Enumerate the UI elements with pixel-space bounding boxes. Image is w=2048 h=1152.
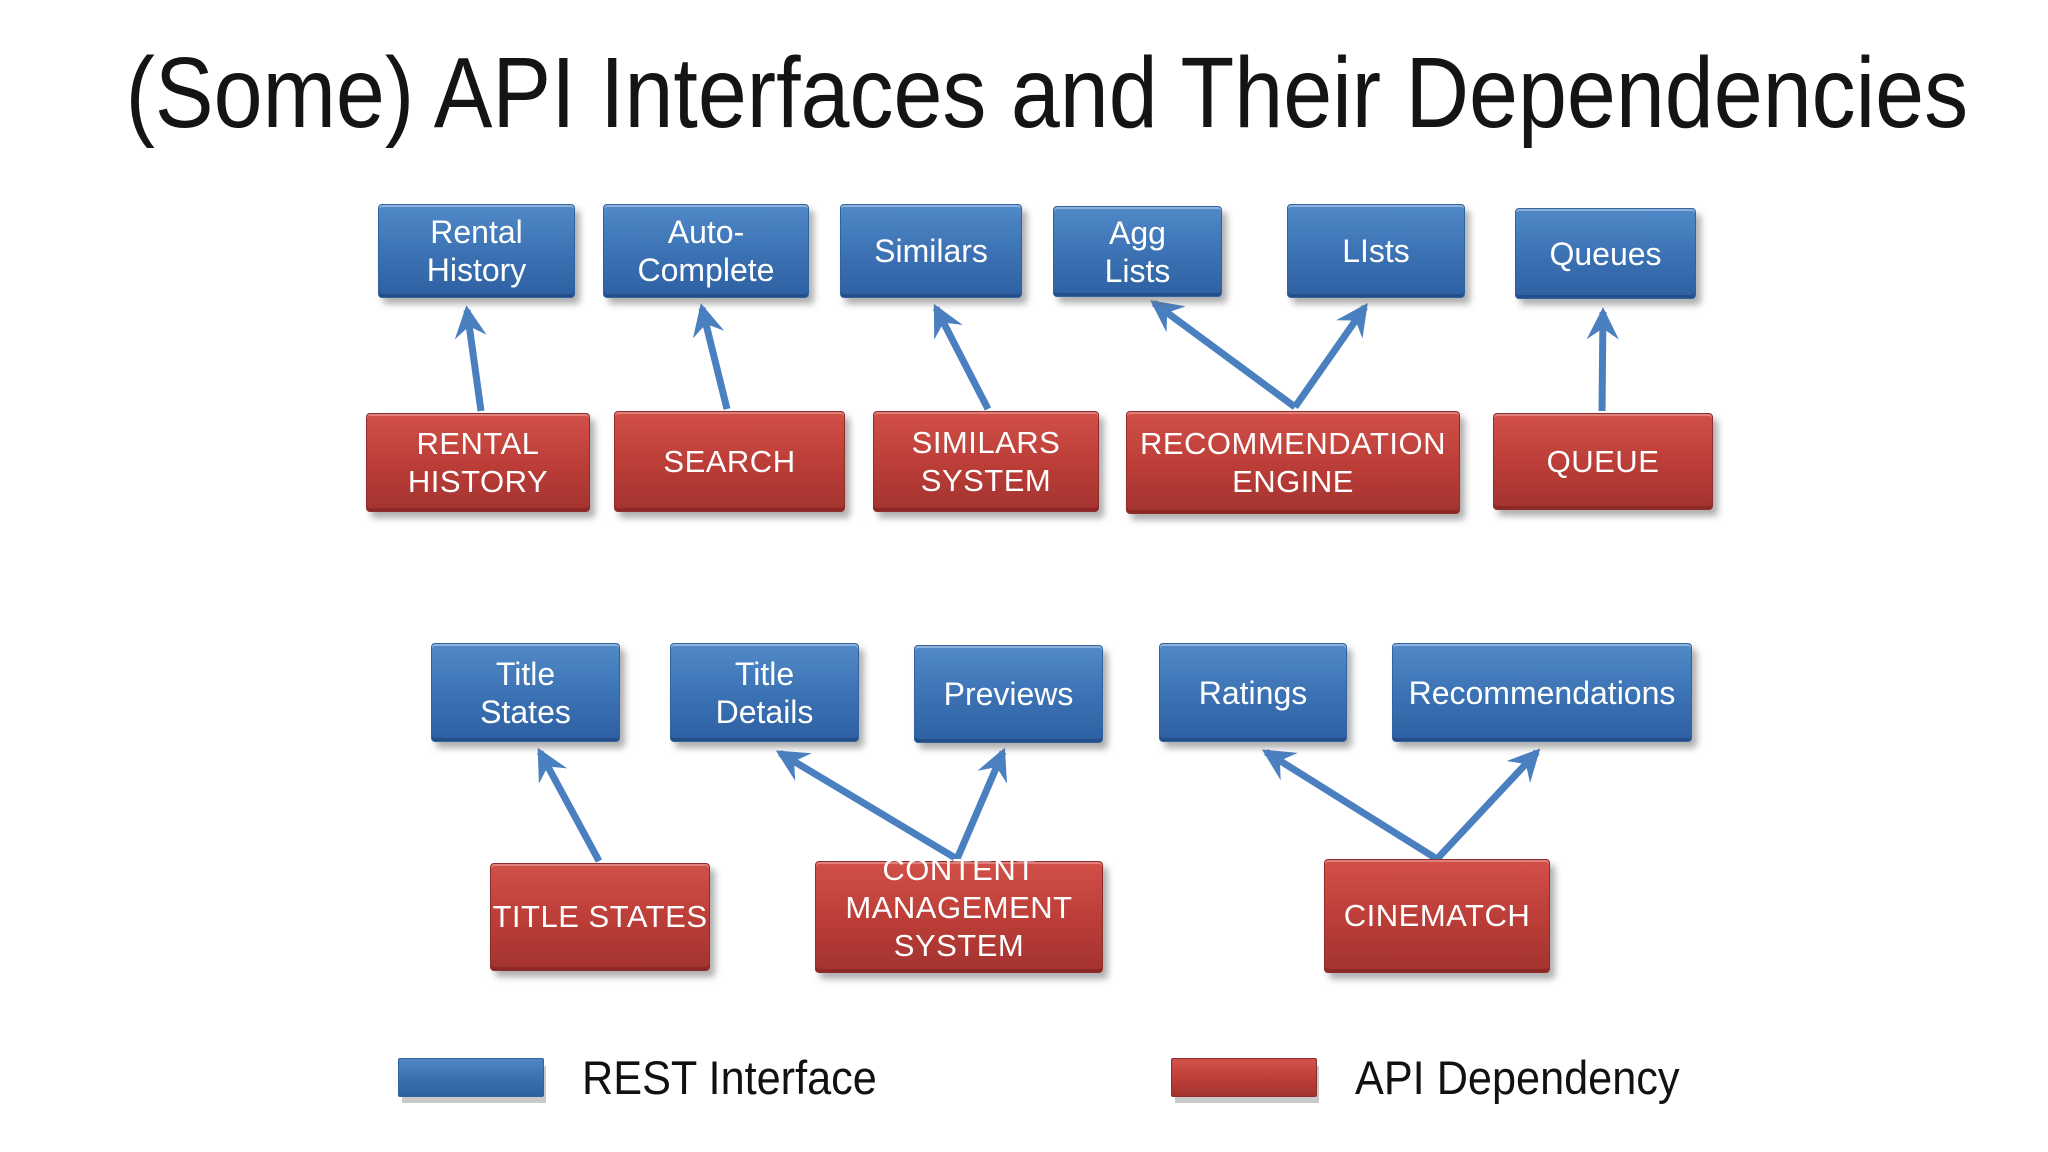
node-label: Auto- Complete xyxy=(637,214,775,288)
node-label: CINEMATCH xyxy=(1343,898,1531,933)
node-label: QUEUE xyxy=(1546,443,1660,479)
node-agg-lists-interface: Agg Lists xyxy=(1053,206,1222,297)
legend-api-dependency: API Dependency xyxy=(1171,1050,1708,1105)
legend-rest-label-text: REST Interface xyxy=(582,1051,877,1104)
node-label: TITLE STATES xyxy=(492,899,708,934)
node-cms-dependency: CONTENT MANAGEMENT SYSTEM xyxy=(815,852,1103,973)
node-label: Rental History xyxy=(426,214,527,288)
arrow-queue-to-queues xyxy=(1586,307,1619,412)
node-auto-complete-interface: Auto- Complete xyxy=(603,204,809,298)
node-recommendations-interface: Recommendations xyxy=(1392,643,1692,742)
node-title-states-interface: Title States xyxy=(431,643,620,742)
node-cinematch-dependency: CINEMATCH xyxy=(1324,859,1550,973)
node-rental-history-dependency: RENTAL HISTORY xyxy=(366,413,590,512)
node-lists-interface: LIsts xyxy=(1287,204,1465,298)
arrow-similars-system-to-similars xyxy=(932,303,992,411)
arrow-title-states-to-title-states xyxy=(536,747,603,863)
node-search-dependency: SEARCH xyxy=(614,411,845,512)
node-label: Ratings xyxy=(1198,674,1308,711)
arrow-search-to-auto-complete xyxy=(692,303,731,410)
arrow-recommendation-engine-to-lists xyxy=(1292,303,1368,410)
arrow-cms-to-previews xyxy=(953,747,1007,861)
node-label: SEARCH xyxy=(663,443,796,479)
node-rental-history-interface: Rental History xyxy=(378,204,575,298)
node-label: LIsts xyxy=(1342,233,1410,269)
legend-api-label-text: API Dependency xyxy=(1355,1051,1680,1104)
arrow-recommendation-engine-to-agg-lists xyxy=(1150,300,1298,410)
page-title-text: (Some) API Interfaces and Their Dependen… xyxy=(125,37,1969,149)
arrow-cinematch-to-recommendations xyxy=(1434,748,1541,862)
node-label: RECOMMENDATION ENGINE xyxy=(1139,425,1447,499)
node-queue-dependency: QUEUE xyxy=(1493,413,1713,510)
node-label: CONTENT MANAGEMENT SYSTEM xyxy=(845,852,1073,963)
page-title: (Some) API Interfaces and Their Dependen… xyxy=(0,36,2048,151)
legend-rest-label: REST Interface xyxy=(582,1050,902,1105)
node-label: Queues xyxy=(1549,235,1662,272)
node-label: SIMILARS SYSTEM xyxy=(911,424,1061,498)
node-label: Agg Lists xyxy=(1104,214,1171,289)
node-label: Title Details xyxy=(715,655,814,730)
node-recommendation-engine-dependency: RECOMMENDATION ENGINE xyxy=(1126,411,1460,514)
node-label: Similars xyxy=(874,233,988,269)
node-ratings-interface: Ratings xyxy=(1159,643,1347,742)
node-similars-system-dependency: SIMILARS SYSTEM xyxy=(873,411,1099,512)
node-label: Recommendations xyxy=(1408,674,1676,711)
arrow-cinematch-to-ratings xyxy=(1261,749,1439,862)
legend-api-swatch xyxy=(1171,1058,1317,1097)
node-previews-interface: Previews xyxy=(914,645,1103,743)
node-label: Previews xyxy=(943,676,1074,712)
node-title-details-interface: Title Details xyxy=(670,643,859,742)
node-label: Title States xyxy=(480,655,571,730)
node-label: RENTAL HISTORY xyxy=(407,425,549,499)
node-similars-interface: Similars xyxy=(840,204,1022,298)
legend-rest-swatch xyxy=(398,1058,544,1097)
node-queues-interface: Queues xyxy=(1515,208,1696,299)
arrow-rental-history-to-rental-history xyxy=(454,305,487,412)
node-title-states-dependency: TITLE STATES xyxy=(490,863,710,971)
legend-rest-interface: REST Interface xyxy=(398,1050,902,1105)
arrow-cms-to-title-details xyxy=(775,749,959,863)
legend-api-label: API Dependency xyxy=(1355,1050,1708,1105)
